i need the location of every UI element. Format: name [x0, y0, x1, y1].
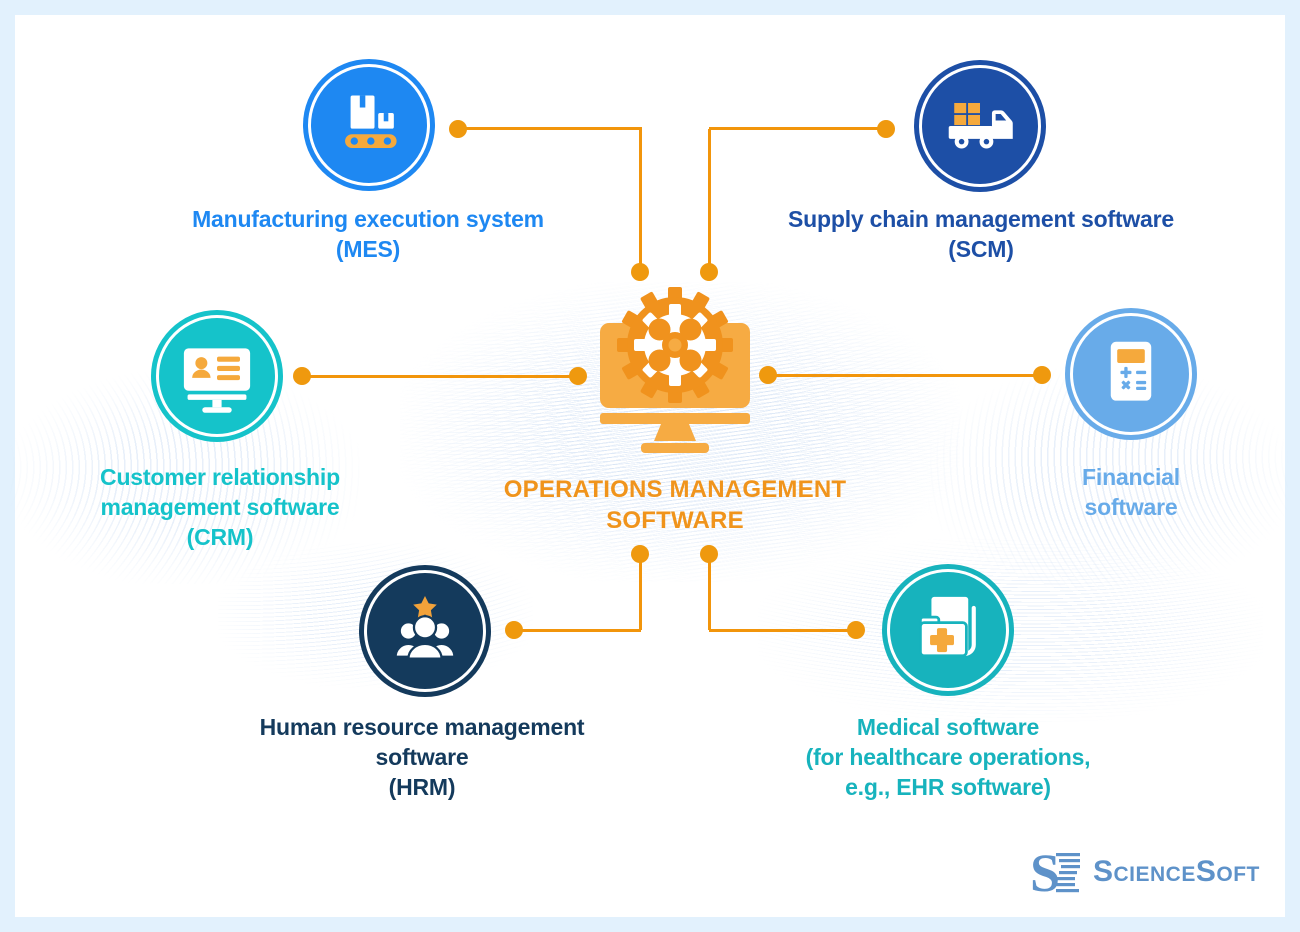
connector-dot — [877, 120, 895, 138]
gears-monitor-icon — [600, 287, 750, 453]
node-financial-circle — [1065, 308, 1197, 440]
label-line: (SCM) — [948, 236, 1014, 262]
delivery-truck-icon — [948, 103, 1013, 149]
connector-line-scm — [708, 129, 711, 272]
connector-line-financial — [768, 374, 1043, 377]
connector-line-crm — [302, 375, 579, 378]
page-title-line: OPERATIONS MANAGEMENT — [503, 476, 847, 503]
label-line: e.g., EHR software) — [845, 774, 1051, 800]
page-title-line: SOFTWARE — [606, 507, 744, 534]
node-hrm-label: Human resource management software (HRM) — [172, 712, 672, 802]
node-crm-label: Customer relationship management softwar… — [10, 462, 430, 552]
node-mes-circle — [303, 59, 435, 191]
connector-dot — [631, 263, 649, 281]
connector-line-mes — [458, 127, 642, 130]
label-line: Supply chain management software — [788, 206, 1174, 232]
content-area — [15, 15, 1285, 917]
node-scm-circle — [914, 60, 1046, 192]
connector-line-medical — [708, 554, 711, 630]
page-title: OPERATIONS MANAGEMENT SOFTWARE — [425, 474, 925, 536]
connector-dot — [631, 545, 649, 563]
connector-dot — [700, 545, 718, 563]
label-line: Human resource management — [259, 714, 585, 740]
node-scm-label: Supply chain management software (SCM) — [721, 204, 1241, 264]
node-medical-label: Medical software (for healthcare operati… — [698, 712, 1198, 802]
label-line: Customer relationship — [100, 464, 340, 490]
conveyor-boxes-icon — [345, 95, 397, 148]
node-medical-circle — [882, 564, 1014, 696]
label-line: (HRM) — [388, 774, 456, 800]
node-crm-circle — [151, 310, 283, 442]
node-mes-label: Manufacturing execution system (MES) — [118, 204, 618, 264]
label-line: (for healthcare operations, — [805, 744, 1091, 770]
connector-dot — [293, 367, 311, 385]
sciencesoft-logo-icon: S — [1030, 845, 1080, 899]
node-hrm-circle — [359, 565, 491, 697]
label-line: management software — [100, 494, 340, 520]
team-star-icon — [394, 596, 456, 660]
label-line: (CRM) — [186, 524, 254, 550]
connector-line-mes — [639, 129, 642, 272]
connector-dot — [569, 367, 587, 385]
brand-logo: S ScienceSoft — [1030, 845, 1260, 899]
operations-node — [592, 283, 758, 460]
connector-dot — [449, 120, 467, 138]
svg-text:S: S — [1030, 845, 1060, 899]
connector-line-hrm — [514, 629, 641, 632]
calculator-icon — [1110, 341, 1152, 401]
connector-line-hrm — [639, 554, 642, 630]
connector-dot — [847, 621, 865, 639]
connector-dot — [505, 621, 523, 639]
crm-monitor-icon — [183, 348, 251, 413]
label-line: Medical software — [856, 714, 1040, 740]
label-line: Manufacturing execution system — [192, 206, 544, 232]
label-line: (MES) — [335, 236, 401, 262]
white-gear — [634, 304, 716, 386]
label-line: software — [375, 744, 469, 770]
node-financial-label: Financial software — [981, 462, 1281, 522]
medical-folder-icon — [919, 596, 976, 658]
connector-line-scm — [709, 127, 887, 130]
label-line: Financial — [1082, 464, 1180, 490]
connector-dot — [700, 263, 718, 281]
label-line: software — [1084, 494, 1178, 520]
brand-logo-text: ScienceSoft — [1093, 855, 1260, 888]
connector-dot — [759, 366, 777, 384]
connector-dot — [1033, 366, 1051, 384]
connector-line-medical — [709, 629, 857, 632]
